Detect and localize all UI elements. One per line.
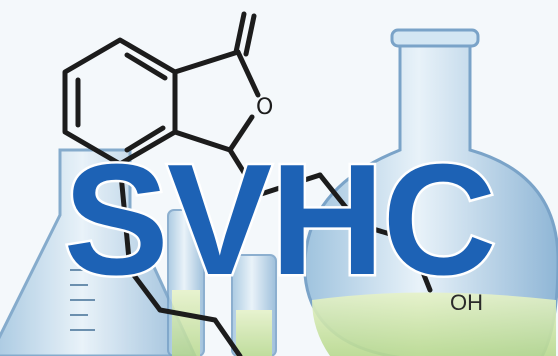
- hydroxyl-label: OH: [450, 290, 483, 315]
- molecular-structure: [62, 11, 433, 356]
- round-bottom-flask: [303, 28, 558, 356]
- svhc-title: SVHC: [61, 132, 499, 308]
- oxygen-label: O: [256, 95, 273, 120]
- test-tubes: [167, 209, 277, 356]
